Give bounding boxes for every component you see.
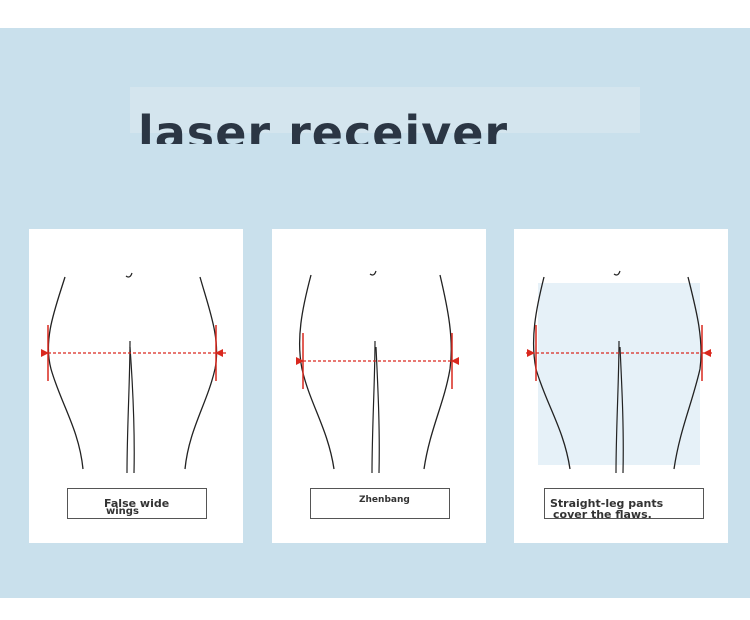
panel-label-line2: wings [106, 506, 139, 517]
panel-label-line2: cover the flaws. [553, 508, 652, 521]
panel-label-box: Zhenbang [310, 488, 450, 519]
title-backdrop [130, 87, 640, 133]
hip-outline-figure-1 [41, 272, 227, 474]
panel-straight-leg-pants: Straight-leg pants cover the flaws. [514, 229, 728, 543]
hip-outline-figure-2 [296, 270, 459, 474]
panel-label-box: False wide wings [67, 488, 207, 519]
hip-outline-figure-3 [526, 270, 712, 474]
panel-zhenbang: Zhenbang [272, 229, 486, 543]
panel-label-line1: Zhenbang [359, 495, 410, 505]
panel-label-box: Straight-leg pants cover the flaws. [544, 488, 704, 521]
panel-label-line1: Straight-leg pants [550, 497, 664, 510]
page-title: laser receiver [138, 106, 509, 144]
panel-label-line1: False wide [104, 497, 170, 510]
panel-false-wide-wings: False wide wings [29, 229, 243, 543]
